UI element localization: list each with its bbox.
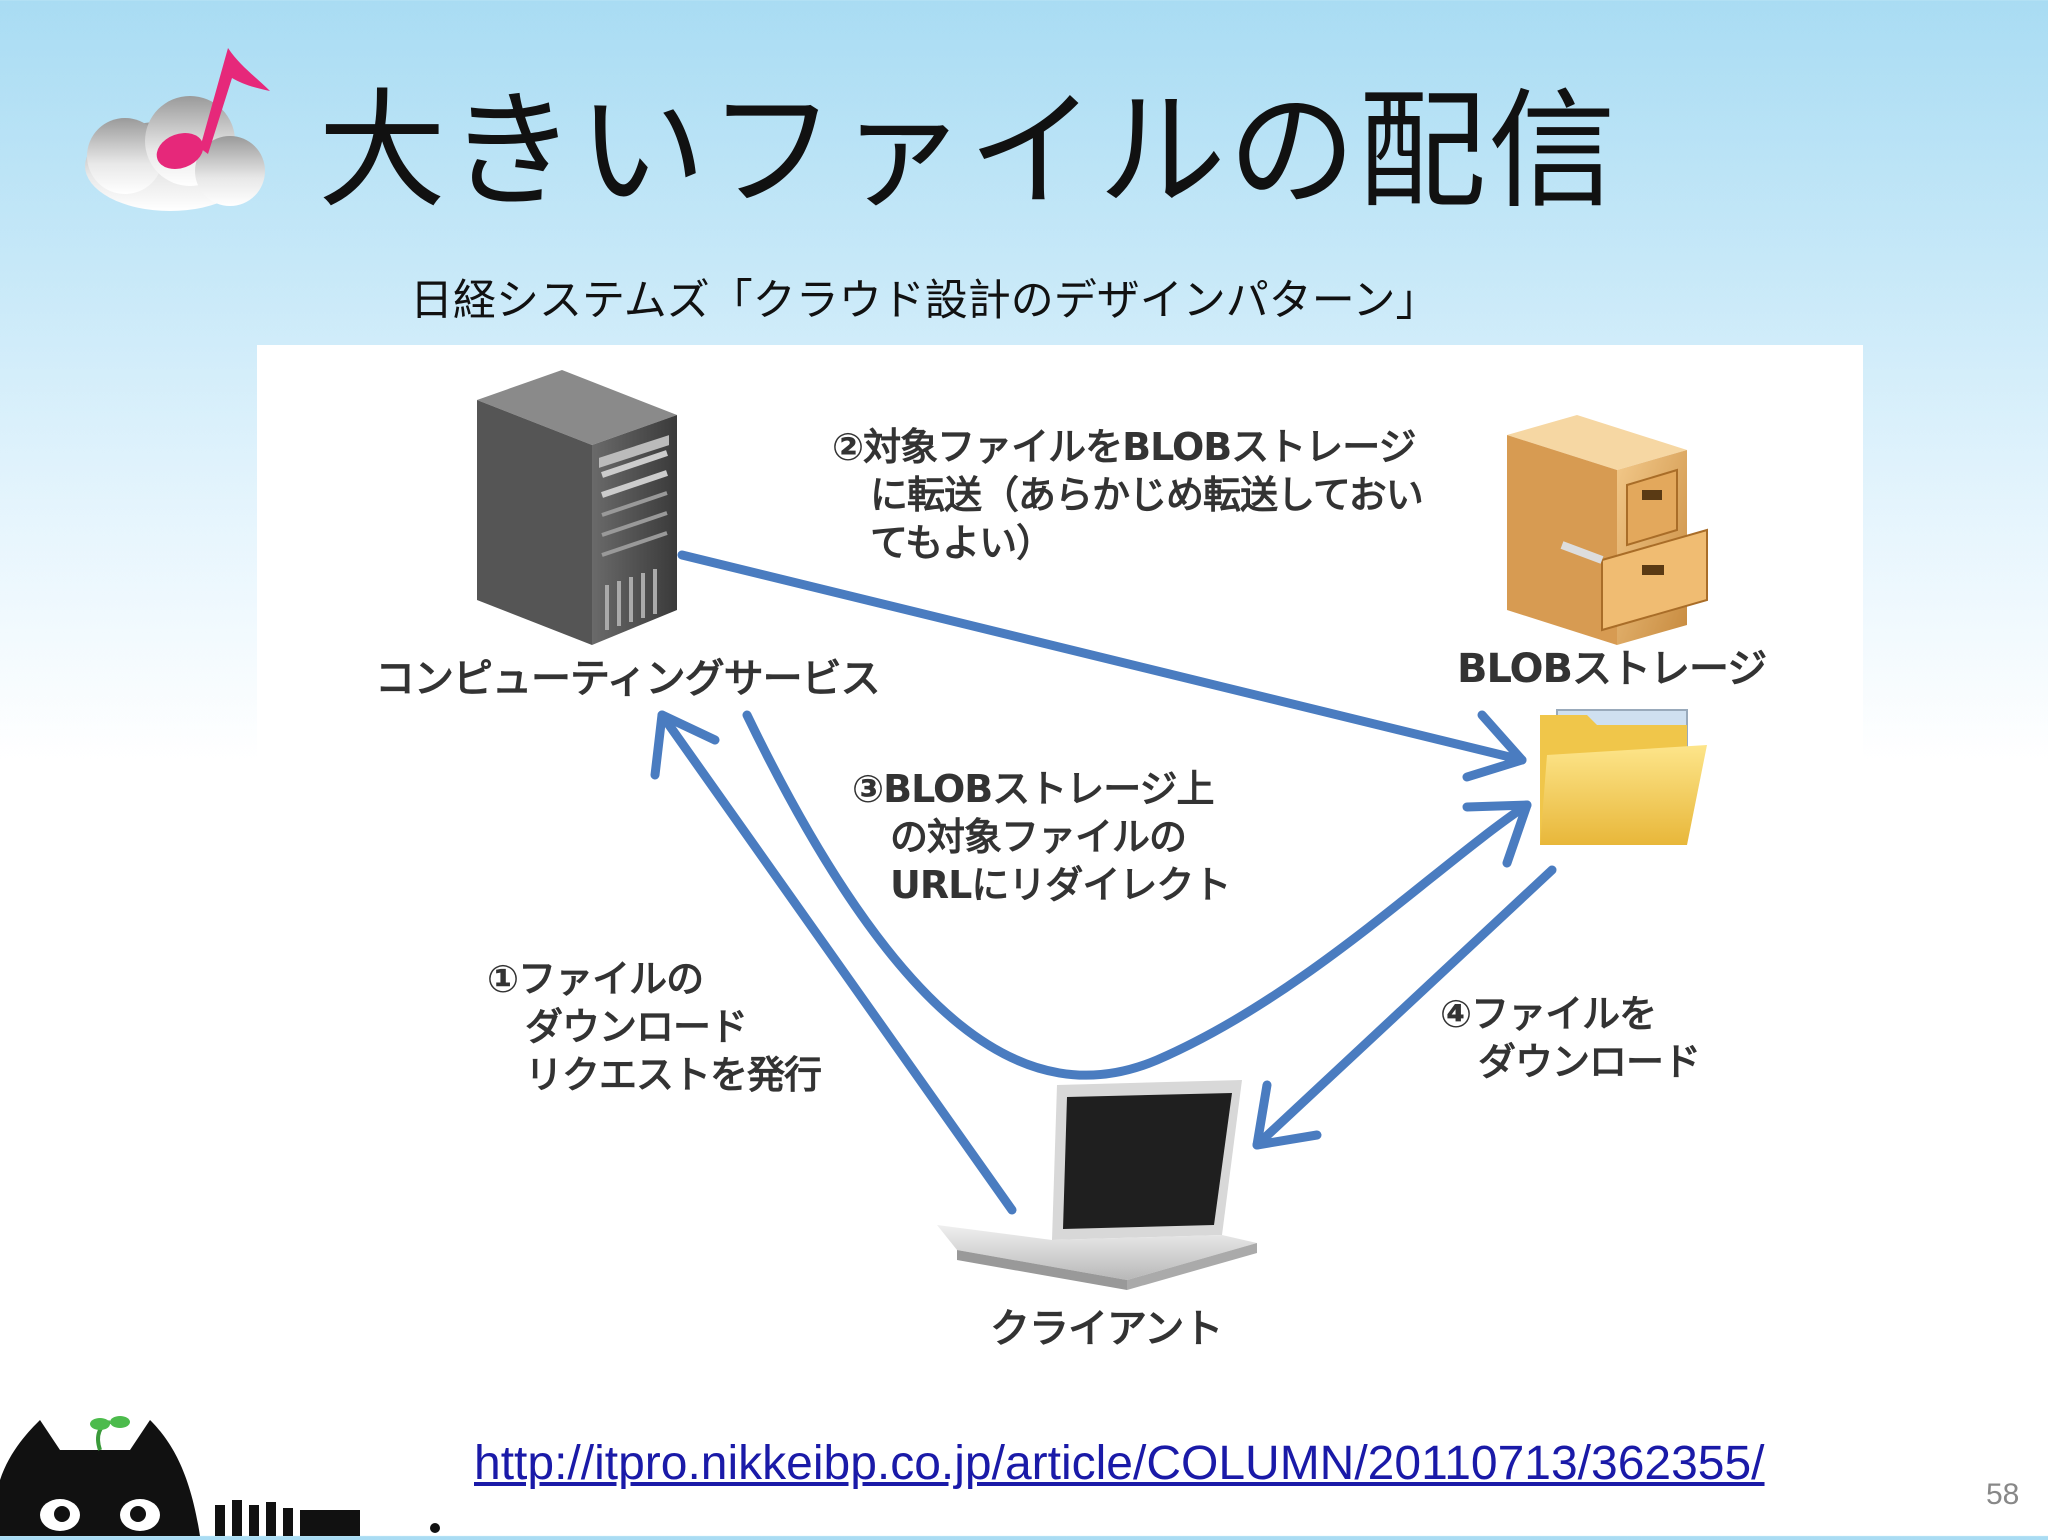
step4-line2: ダウンロード	[1478, 1040, 1701, 1084]
page-number: 58	[1986, 1478, 2020, 1511]
step2-label: ②対象ファイルをBLOBストレージ に転送（あらかじめ転送しておい てもよい）	[832, 423, 1424, 567]
arrowhead-step1	[650, 710, 720, 780]
blob-storage-label: BLOBストレージ	[1457, 646, 1767, 692]
arrow-step1	[657, 710, 1017, 1215]
step3-line3: URLにリダイレクト	[890, 863, 1231, 907]
arrowhead-step4	[1252, 1080, 1322, 1150]
server-icon	[477, 370, 677, 645]
file-cabinet-icon	[1507, 415, 1708, 645]
folder-icon	[1540, 709, 1707, 845]
black-cat-mascot-icon	[0, 1410, 460, 1536]
step3-label: ③BLOBストレージ上 の対象ファイルの URLにリダイレクト	[852, 765, 1231, 909]
arrowhead-step3	[1462, 800, 1532, 868]
music-note-cloud-icon	[70, 36, 290, 236]
step2-line2: に転送（あらかじめ転送しておい	[870, 473, 1424, 517]
step4-line1: ④ファイルを	[1440, 992, 1657, 1036]
laptop-icon	[937, 1080, 1257, 1290]
compute-service-label: コンピューティングサービス	[375, 656, 881, 702]
step2-line3: てもよい）	[870, 521, 1054, 565]
step3-line2: の対象ファイルの	[890, 815, 1187, 859]
arrow-step4	[1252, 865, 1557, 1150]
arrows	[650, 550, 1557, 1215]
step4-label: ④ファイルを ダウンロード	[1440, 990, 1701, 1086]
step1-line2: ダウンロード	[525, 1005, 748, 1049]
arrowhead-step2	[1462, 710, 1527, 782]
client-label: クライアント	[990, 1306, 1223, 1352]
arrow-step2	[677, 550, 1527, 765]
step3-line1: ③BLOBストレージ上	[852, 767, 1215, 811]
step2-line1: ②対象ファイルをBLOBストレージ	[832, 425, 1417, 469]
step1-line3: リクエストを発行	[525, 1053, 822, 1097]
step1-line1: ①ファイルの	[487, 957, 704, 1001]
source-url-link[interactable]: http://itpro.nikkeibp.co.jp/article/COLU…	[474, 1437, 1765, 1490]
diagram-panel: コンピューティングサービス BLOBストレージ クライアント ②対象ファイルをB…	[257, 345, 1863, 1355]
arrow-step3	[742, 710, 1532, 1080]
slide-title: 大きいファイルの配信	[318, 77, 1619, 226]
slide-subtitle: 日経システムズ「クラウド設計のデザインパターン」	[410, 276, 1439, 326]
step1-label: ①ファイルの ダウンロード リクエストを発行	[487, 955, 822, 1099]
